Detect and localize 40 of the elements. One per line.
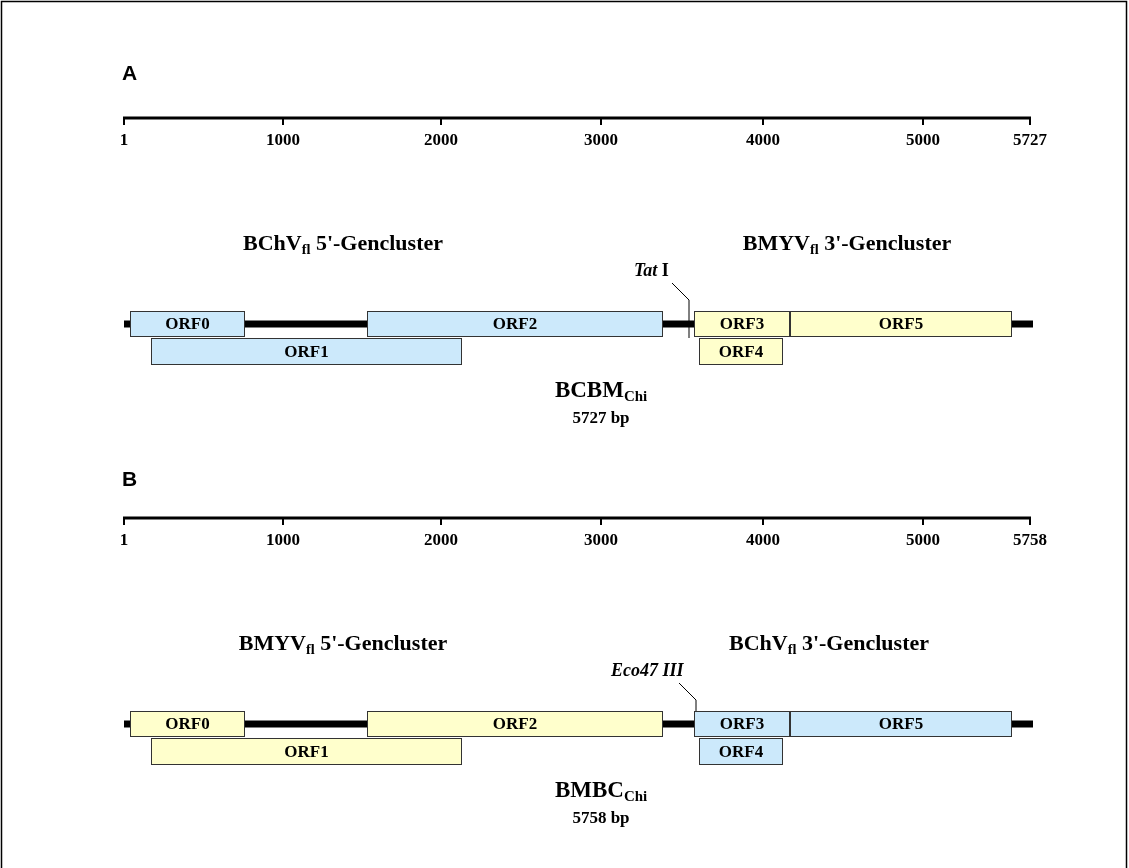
scale-tick-label: 3000 (584, 131, 618, 148)
restriction-site-label: Tat I (634, 261, 669, 279)
scale-tick-label: 5000 (906, 131, 940, 148)
construct-length: 5758 bp (572, 809, 630, 826)
orf-box: ORF3 (694, 711, 790, 737)
leader-line (671, 282, 690, 339)
scale-tick-label: 2000 (424, 131, 458, 148)
leader-line (678, 682, 697, 712)
scale-tick-label: 2000 (424, 531, 458, 548)
orf-box: ORF3 (694, 311, 790, 337)
gene-cluster-heading: BChV$_{fl}$ 3'-Gencluster (729, 632, 929, 657)
orf-box: ORF2 (367, 711, 663, 737)
orf-box: ORF1 (151, 738, 462, 765)
restriction-site-label: Eco47 III (611, 661, 684, 679)
orf-box: ORF0 (130, 711, 245, 737)
scale-tick-label: 4000 (746, 531, 780, 548)
scale-tick-label: 5000 (906, 531, 940, 548)
construct-length: 5727 bp (572, 409, 630, 426)
scale-tick-label: 1000 (266, 131, 300, 148)
orf-box: ORF5 (790, 311, 1012, 337)
gene-cluster-heading: BMYV$_{fl}$ 3'-Gencluster (742, 232, 952, 257)
orf-box: ORF2 (367, 311, 663, 337)
orf-box: ORF4 (699, 738, 783, 765)
scale-tick-label: 4000 (746, 131, 780, 148)
scale-tick-label: 1 (119, 131, 129, 148)
scale-tick-label: 1000 (266, 531, 300, 548)
panel-letter: A (122, 62, 138, 83)
gene-cluster-heading: BChV$_{fl}$ 5'-Gencluster (243, 232, 443, 257)
gene-cluster-heading: BMYV$_{fl}$ 5'-Gencluster (238, 632, 448, 657)
scale-tick-label: 5758 (1013, 531, 1047, 548)
orf-box: ORF5 (790, 711, 1012, 737)
construct-name: BCBM$_{Chi}$ (554, 378, 648, 405)
scale-tick-label: 3000 (584, 531, 618, 548)
orf-box: ORF1 (151, 338, 462, 365)
scale-tick-label: 1 (119, 531, 129, 548)
orf-box: ORF0 (130, 311, 245, 337)
panel-letter: B (122, 468, 138, 489)
construct-name: BMBC$_{Chi}$ (554, 778, 648, 805)
scale-tick-label: 5727 (1013, 131, 1047, 148)
orf-box: ORF4 (699, 338, 783, 365)
